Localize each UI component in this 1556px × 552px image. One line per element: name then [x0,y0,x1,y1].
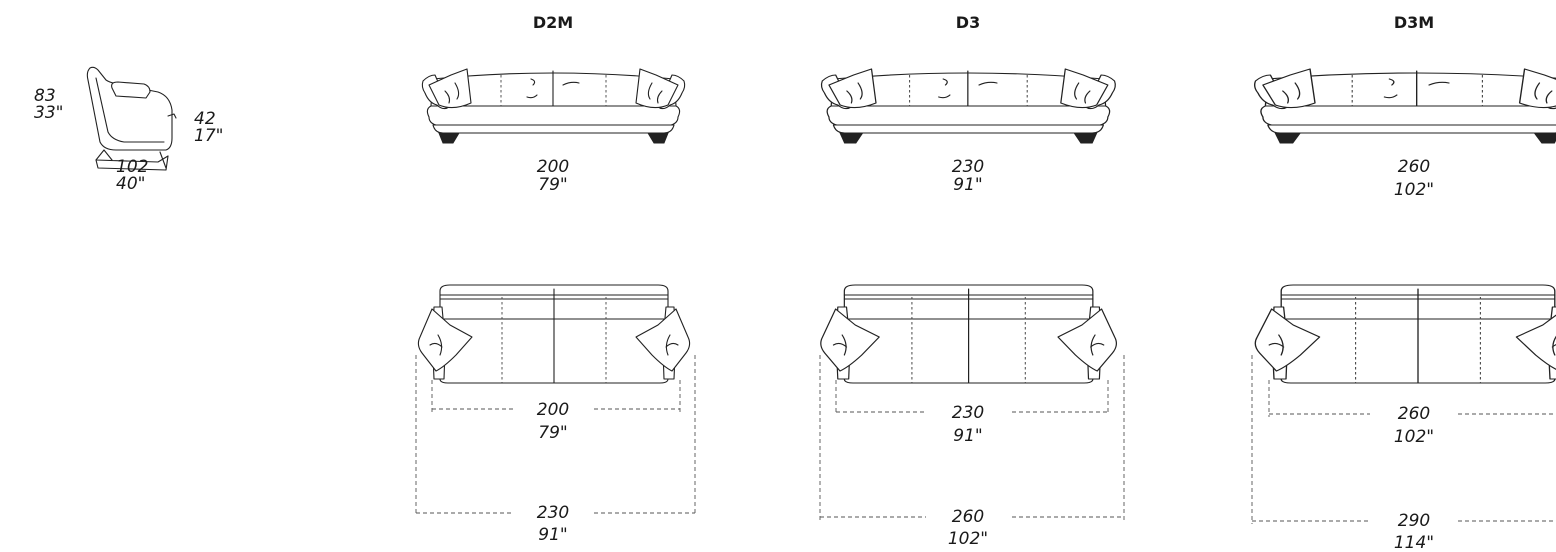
sofa-front-view [820,68,1116,144]
sofa-title: D3 [956,13,980,32]
plan-inner-width-in: 91" [953,426,982,446]
plan-outer-width-cm: 230 [537,503,569,523]
sofa-plan-view [1254,284,1556,384]
armchair-seat-in: 17" [194,126,223,146]
armchair-height-in: 33" [34,103,63,123]
front-width-in: 91" [953,175,982,195]
armchair-height-cm: 83 [34,86,56,106]
plan-outer-width-cm: 290 [1398,511,1430,531]
plan-inner-width-in: 102" [1394,427,1434,447]
plan-inner-width-in: 79" [538,423,567,443]
sofa-title: D3M [1394,13,1434,32]
armchair-depth-cm: 102 [116,157,148,177]
sofa-title: D2M [533,13,573,32]
sofa-plan-view [417,284,691,384]
sofa-plan-view [820,284,1118,384]
armchair-drawing [86,66,177,171]
plan-dimension-lines [819,355,1125,520]
plan-inner-width-cm: 260 [1398,404,1430,424]
front-width-in: 102" [1394,180,1434,200]
plan-inner-width-cm: 200 [537,400,569,420]
armchair-depth-in: 40" [116,174,145,194]
front-width-in: 79" [538,175,567,195]
front-width-cm: 200 [537,157,569,177]
plan-outer-width-in: 102" [948,529,988,549]
armchair-seat-cm: 42 [194,109,216,129]
sofa-d3: D3 230 91" 230 91" 260 102" [819,13,1125,549]
front-width-cm: 260 [1398,157,1430,177]
plan-dimension-lines [1251,355,1556,524]
sofa-d3m: D3M 260 102" 260 102" 290 114" [1251,13,1556,552]
front-width-cm: 230 [952,157,984,177]
sofa-front-view [1253,68,1556,144]
plan-outer-width-cm: 260 [952,507,984,527]
plan-outer-width-in: 114" [1394,533,1434,552]
plan-outer-width-in: 91" [538,525,567,545]
plan-inner-width-cm: 230 [952,403,984,423]
armchair-side-view: 83 33" 42 17" 102 40" [34,66,223,194]
plan-dimension-lines [415,355,696,516]
sofa-front-view [421,68,686,144]
sofa-d2m: D2M 200 79" 200 79" 230 91" [415,13,696,545]
